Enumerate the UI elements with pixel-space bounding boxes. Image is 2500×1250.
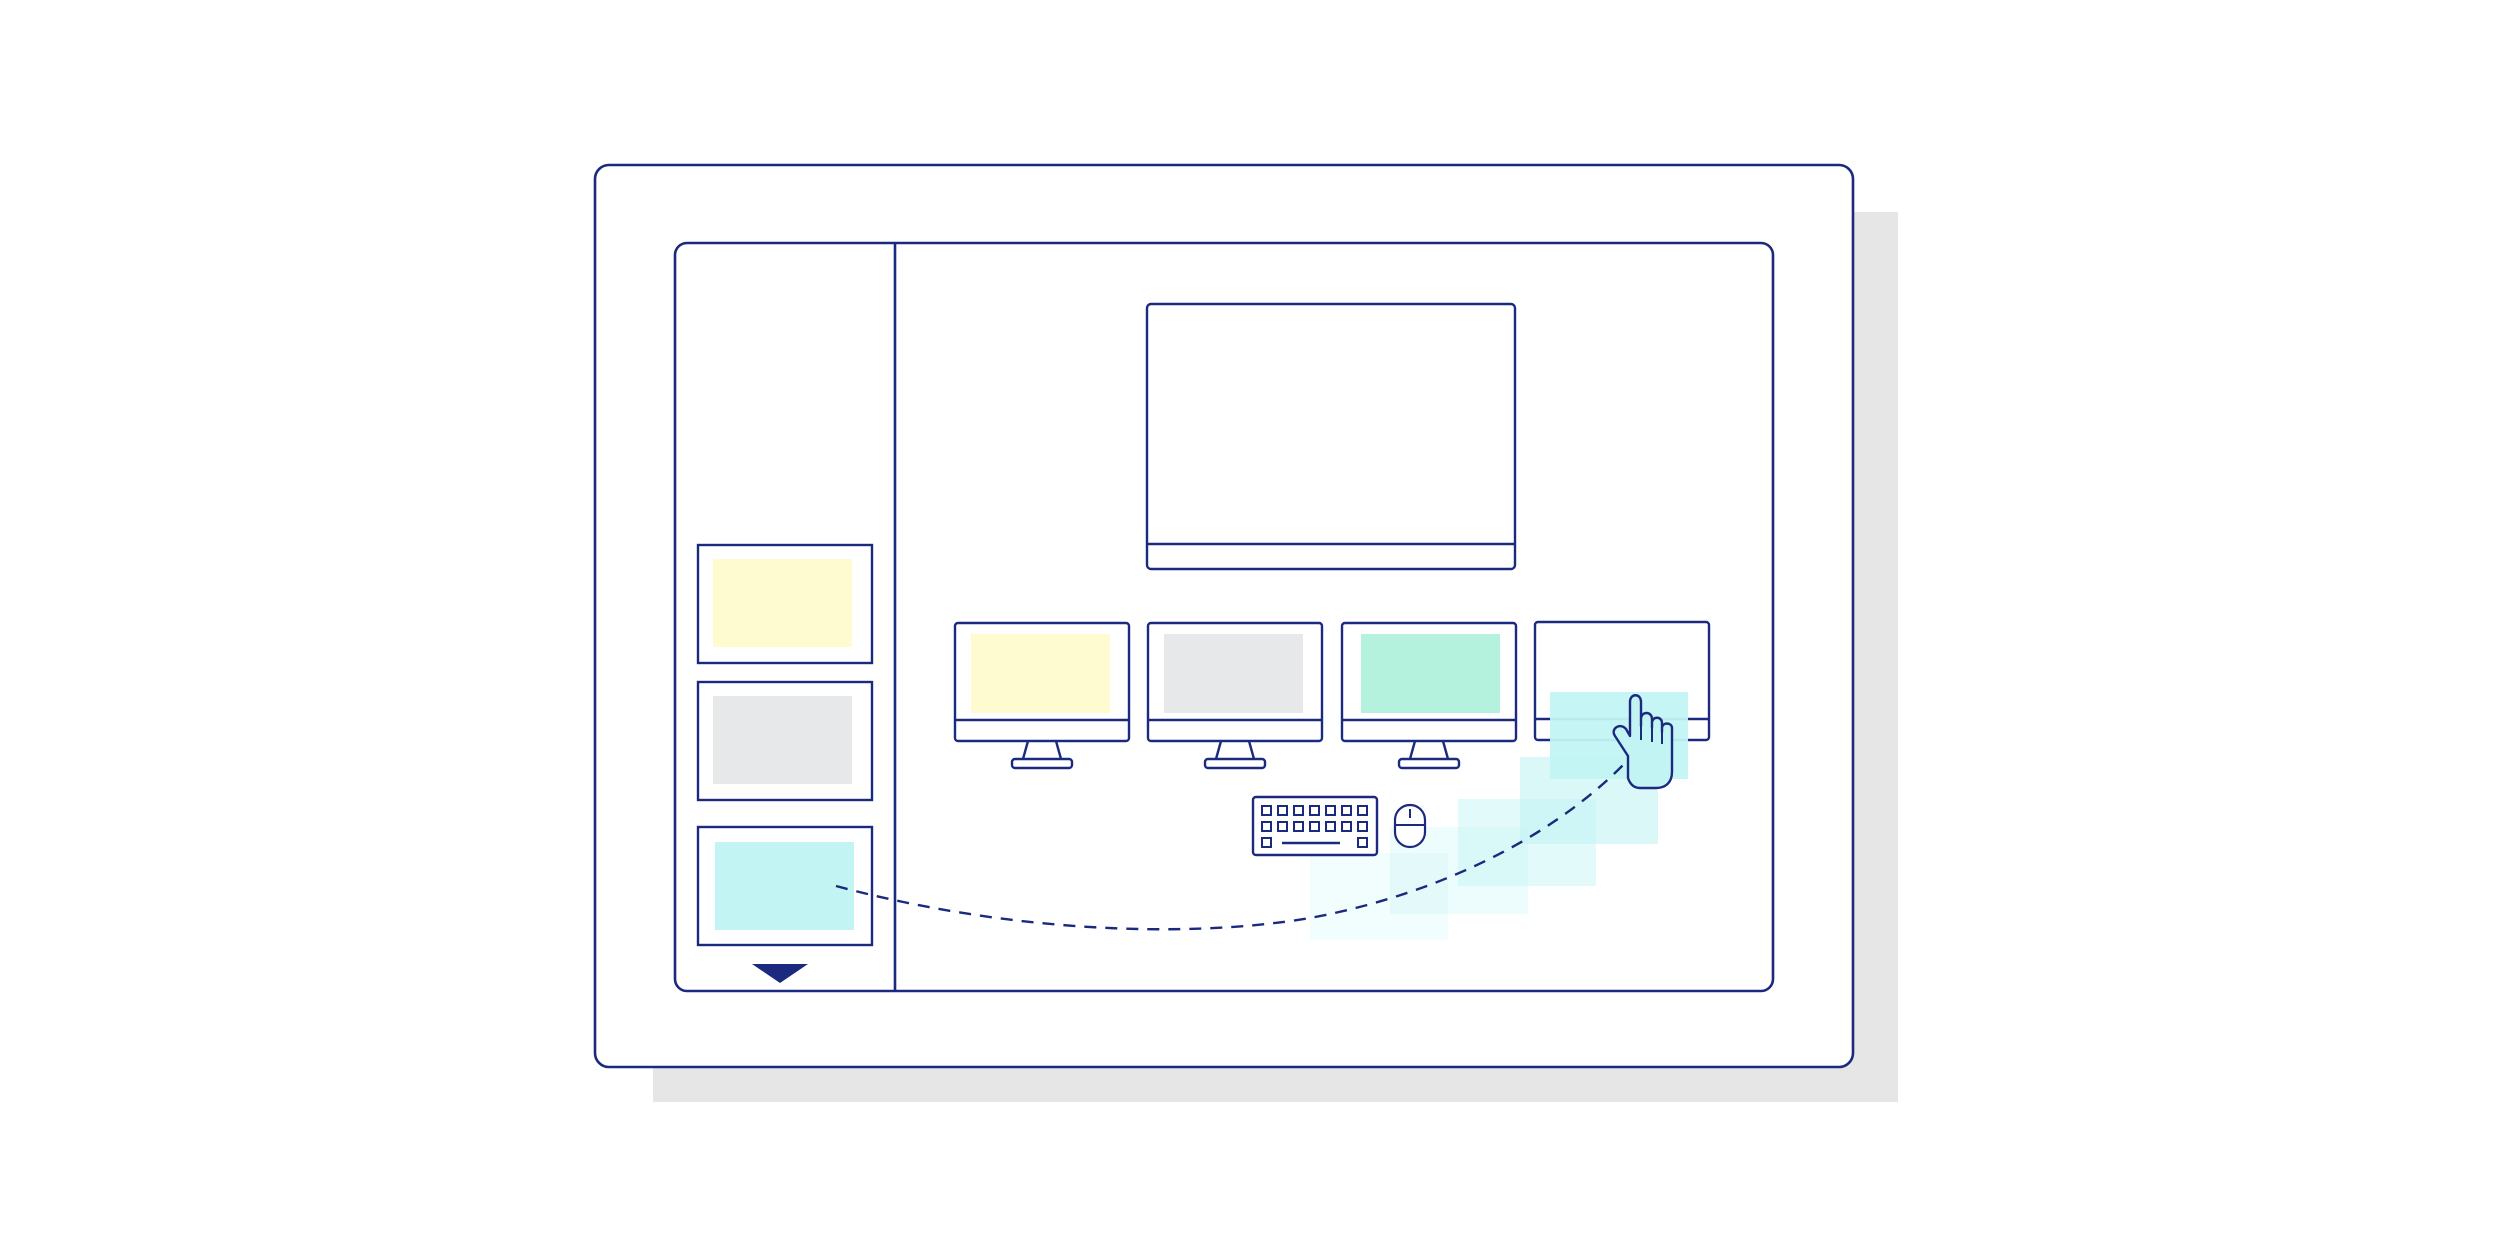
- monitor-gray[interactable]: [1146, 621, 1324, 770]
- hand-pointer-icon: [1612, 694, 1674, 790]
- monitor-yellow[interactable]: [953, 621, 1131, 770]
- main-display: [1145, 302, 1517, 571]
- drag-path: [835, 762, 1626, 931]
- triangle-down-icon[interactable]: [752, 964, 808, 983]
- monitor-mint[interactable]: [1340, 621, 1518, 770]
- mouse-icon: [1393, 803, 1427, 849]
- thumbnail-yellow[interactable]: [696, 543, 874, 665]
- thumbnail-gray[interactable]: [696, 680, 874, 802]
- monitor-row: [953, 620, 1711, 770]
- thumbnail-cyan[interactable]: [696, 825, 874, 947]
- keyboard-icon: [1251, 795, 1379, 857]
- sidebar: [696, 543, 874, 983]
